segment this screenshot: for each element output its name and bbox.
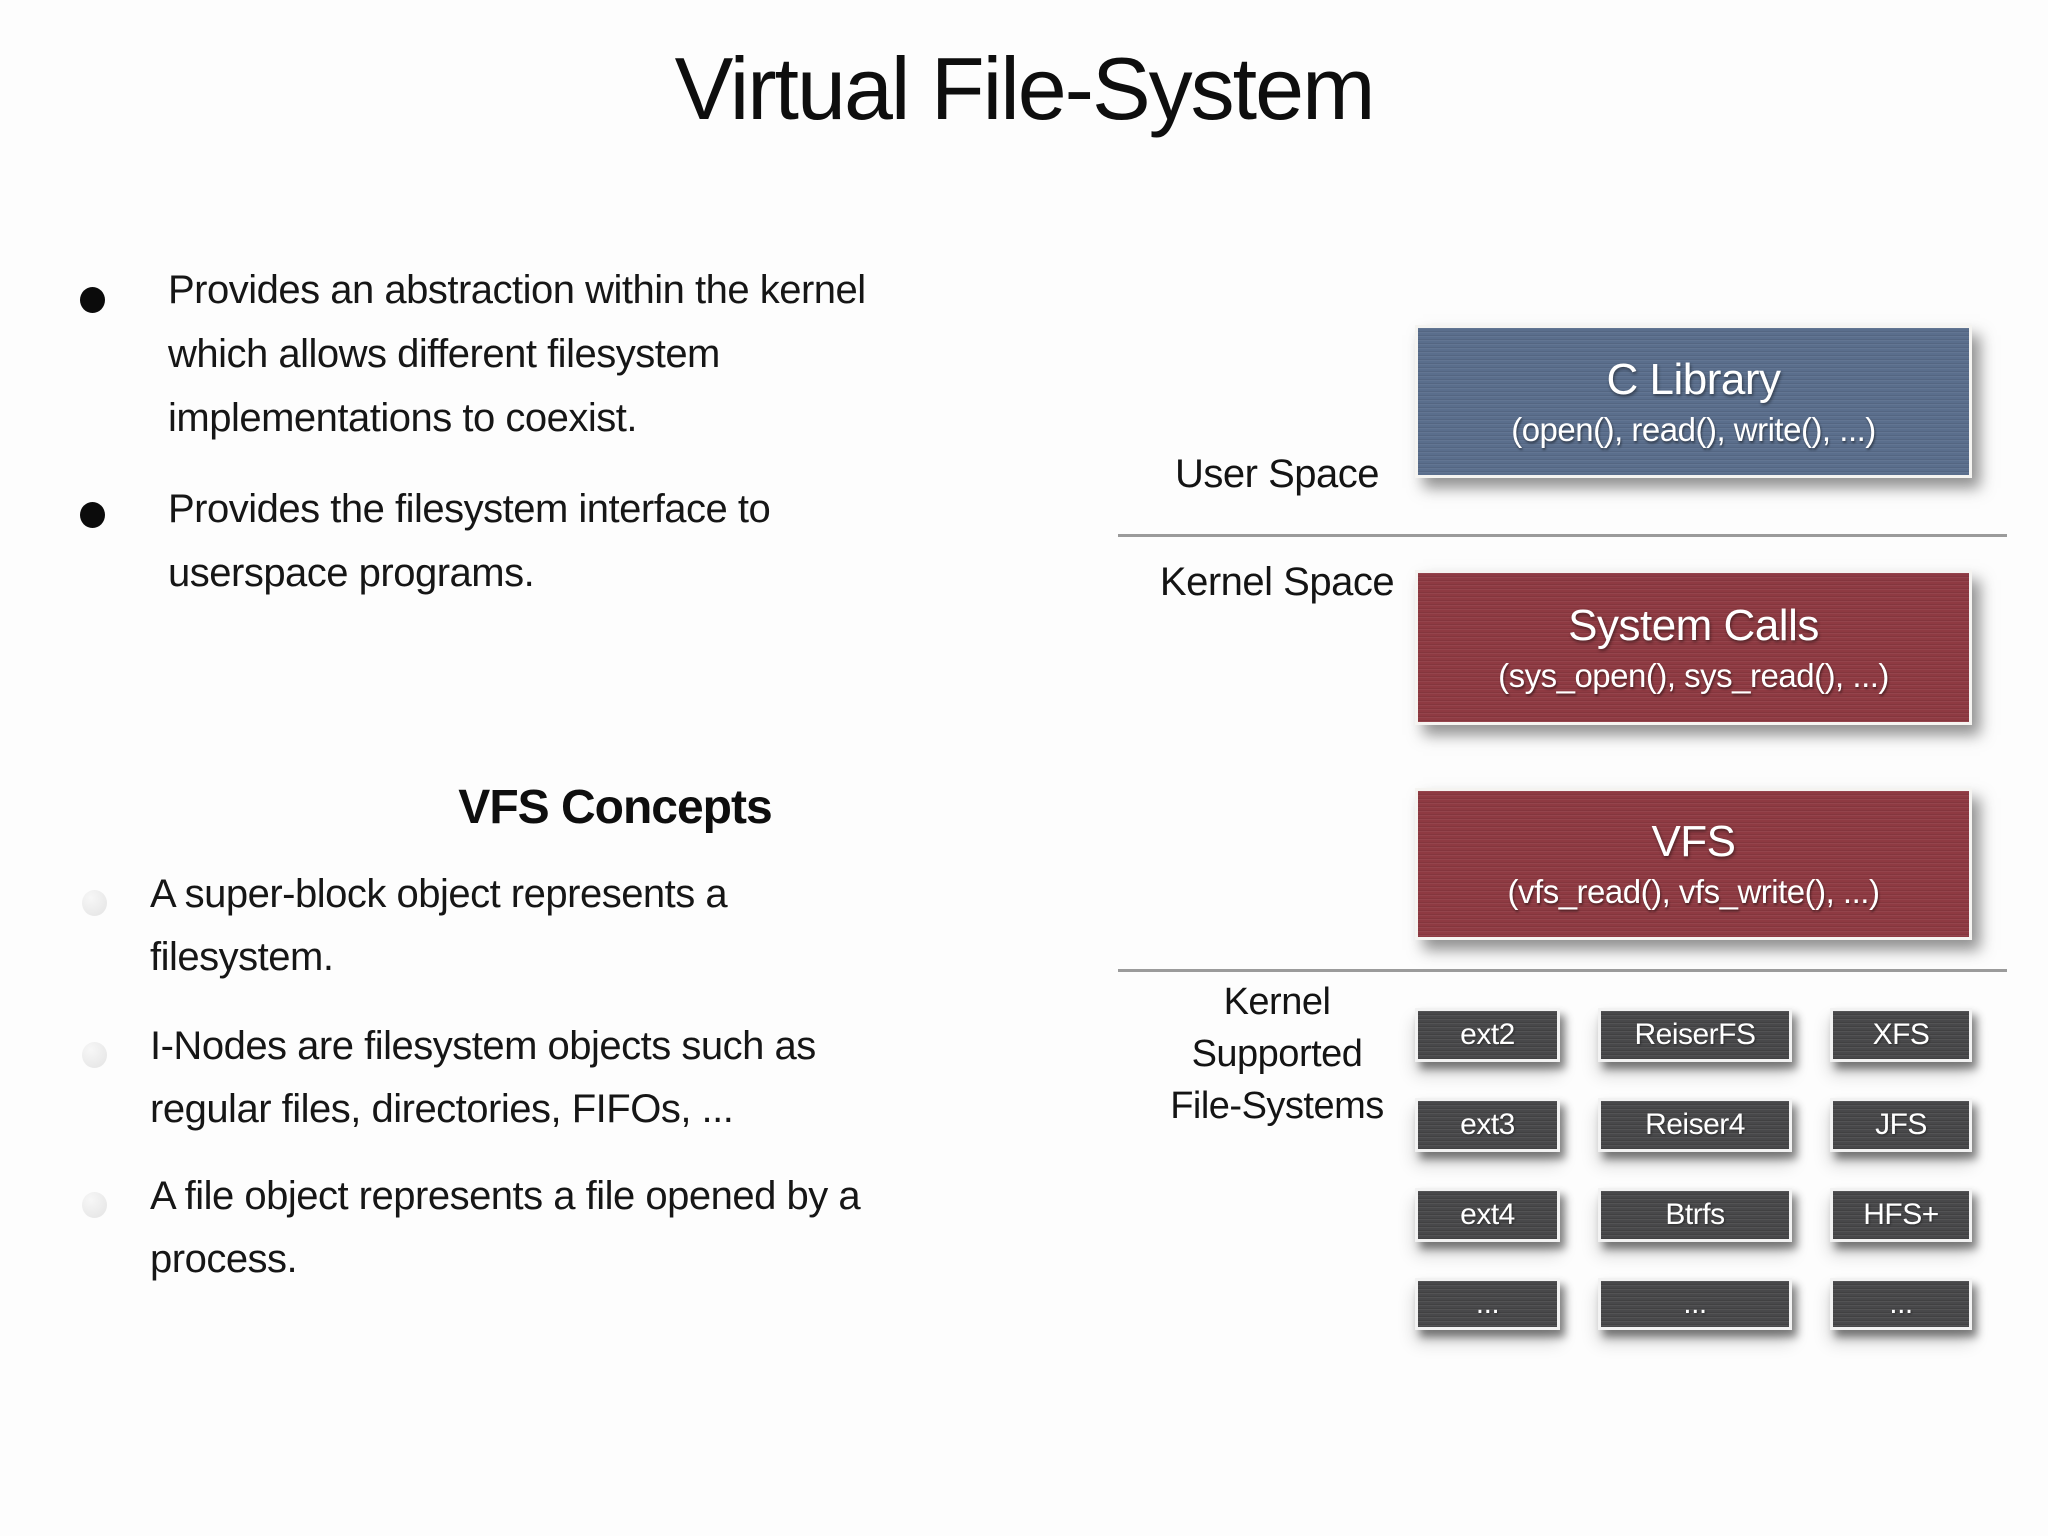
- kernel-supported-label-line-3: File-Systems: [1170, 1085, 1384, 1127]
- system-calls-box: System Calls (sys_open(), sys_read(), ..…: [1415, 570, 1972, 725]
- c-library-box-title: C Library: [1606, 354, 1782, 404]
- user-kernel-divider-line: [1118, 534, 2007, 537]
- filesystem-cell-ext4: ext4: [1415, 1188, 1560, 1242]
- concept-item-2: I-Nodes are filesystem objects such as r…: [150, 1015, 816, 1141]
- bullet-1-line-3: implementations to coexist.: [168, 396, 637, 440]
- c-library-box: C Library (open(), read(), write(), ...): [1415, 325, 1972, 478]
- bullet-2-line-2: userspace programs.: [168, 551, 535, 595]
- c-library-box-subtitle: (open(), read(), write(), ...): [1511, 410, 1876, 448]
- bullet-item-1: Provides an abstraction within the kerne…: [168, 258, 866, 450]
- filesystem-cell-more-3: ...: [1830, 1278, 1972, 1330]
- filesystem-cell-btrfs: Btrfs: [1598, 1188, 1792, 1242]
- vfs-box-texture: [1418, 791, 1969, 937]
- c-library-box-texture: [1418, 328, 1969, 475]
- kernel-space-label: Kernel Space: [1159, 560, 1395, 604]
- kernel-supported-label-line-1: Kernel: [1223, 981, 1331, 1023]
- concept-3-line-1: A file object represents a file opened b…: [150, 1174, 861, 1218]
- filesystem-cell-ext3: ext3: [1415, 1098, 1560, 1152]
- concept-3-line-2: process.: [150, 1237, 298, 1281]
- concept-2-marker-icon: [82, 1042, 107, 1068]
- system-calls-box-subtitle: (sys_open(), sys_read(), ...): [1498, 656, 1889, 694]
- system-calls-box-texture: [1418, 573, 1969, 722]
- filesystem-cell-jfs: JFS: [1830, 1098, 1972, 1152]
- user-space-label: User Space: [1175, 452, 1379, 496]
- kernel-filesystems-divider-line: [1118, 969, 2007, 972]
- concept-2-line-1: I-Nodes are filesystem objects such as: [150, 1024, 816, 1068]
- concept-1-marker-icon: [82, 890, 107, 916]
- concept-item-1: A super-block object represents a filesy…: [150, 863, 728, 989]
- bullet-item-2: Provides the filesystem interface to use…: [168, 477, 771, 605]
- filesystem-cell-reiserfs: ReiserFS: [1598, 1008, 1792, 1062]
- filesystem-cell-more-1: ...: [1415, 1278, 1560, 1330]
- vfs-box: VFS (vfs_read(), vfs_write(), ...): [1415, 788, 1972, 940]
- bullet-2-line-1: Provides the filesystem interface to: [168, 487, 771, 531]
- concept-1-line-2: filesystem.: [150, 935, 334, 979]
- concept-item-3: A file object represents a file opened b…: [150, 1165, 861, 1291]
- concept-2-line-2: regular files, directories, FIFOs, ...: [150, 1087, 734, 1131]
- kernel-supported-label-line-2: Supported: [1191, 1033, 1363, 1075]
- filesystem-grid: ext2 ReiserFS XFS ext3 Reiser4 JFS ext4 …: [1415, 1008, 1972, 1330]
- concept-3-marker-icon: [82, 1192, 107, 1218]
- bullet-1-line-1: Provides an abstraction within the kerne…: [168, 268, 866, 312]
- vfs-box-subtitle: (vfs_read(), vfs_write(), ...): [1507, 873, 1880, 910]
- kernel-supported-filesystems-label: Kernel Supported File-Systems: [1118, 976, 1436, 1132]
- filesystem-cell-more-2: ...: [1598, 1278, 1792, 1330]
- filesystem-cell-ext2: ext2: [1415, 1008, 1560, 1062]
- filesystem-cell-hfsplus: HFS+: [1830, 1188, 1972, 1242]
- concept-1-line-1: A super-block object represents a: [150, 872, 728, 916]
- vfs-box-title: VFS: [1651, 817, 1736, 866]
- vfs-concepts-heading: VFS Concepts: [458, 781, 772, 834]
- bullet-2-marker-icon: [80, 502, 105, 528]
- filesystem-cell-xfs: XFS: [1830, 1008, 1972, 1062]
- filesystem-cell-reiser4: Reiser4: [1598, 1098, 1792, 1152]
- bullet-1-line-2: which allows different filesystem: [168, 332, 720, 376]
- system-calls-box-title: System Calls: [1568, 600, 1819, 650]
- bullet-1-marker-icon: [80, 287, 105, 313]
- slide-title: Virtual File-System: [674, 39, 1376, 138]
